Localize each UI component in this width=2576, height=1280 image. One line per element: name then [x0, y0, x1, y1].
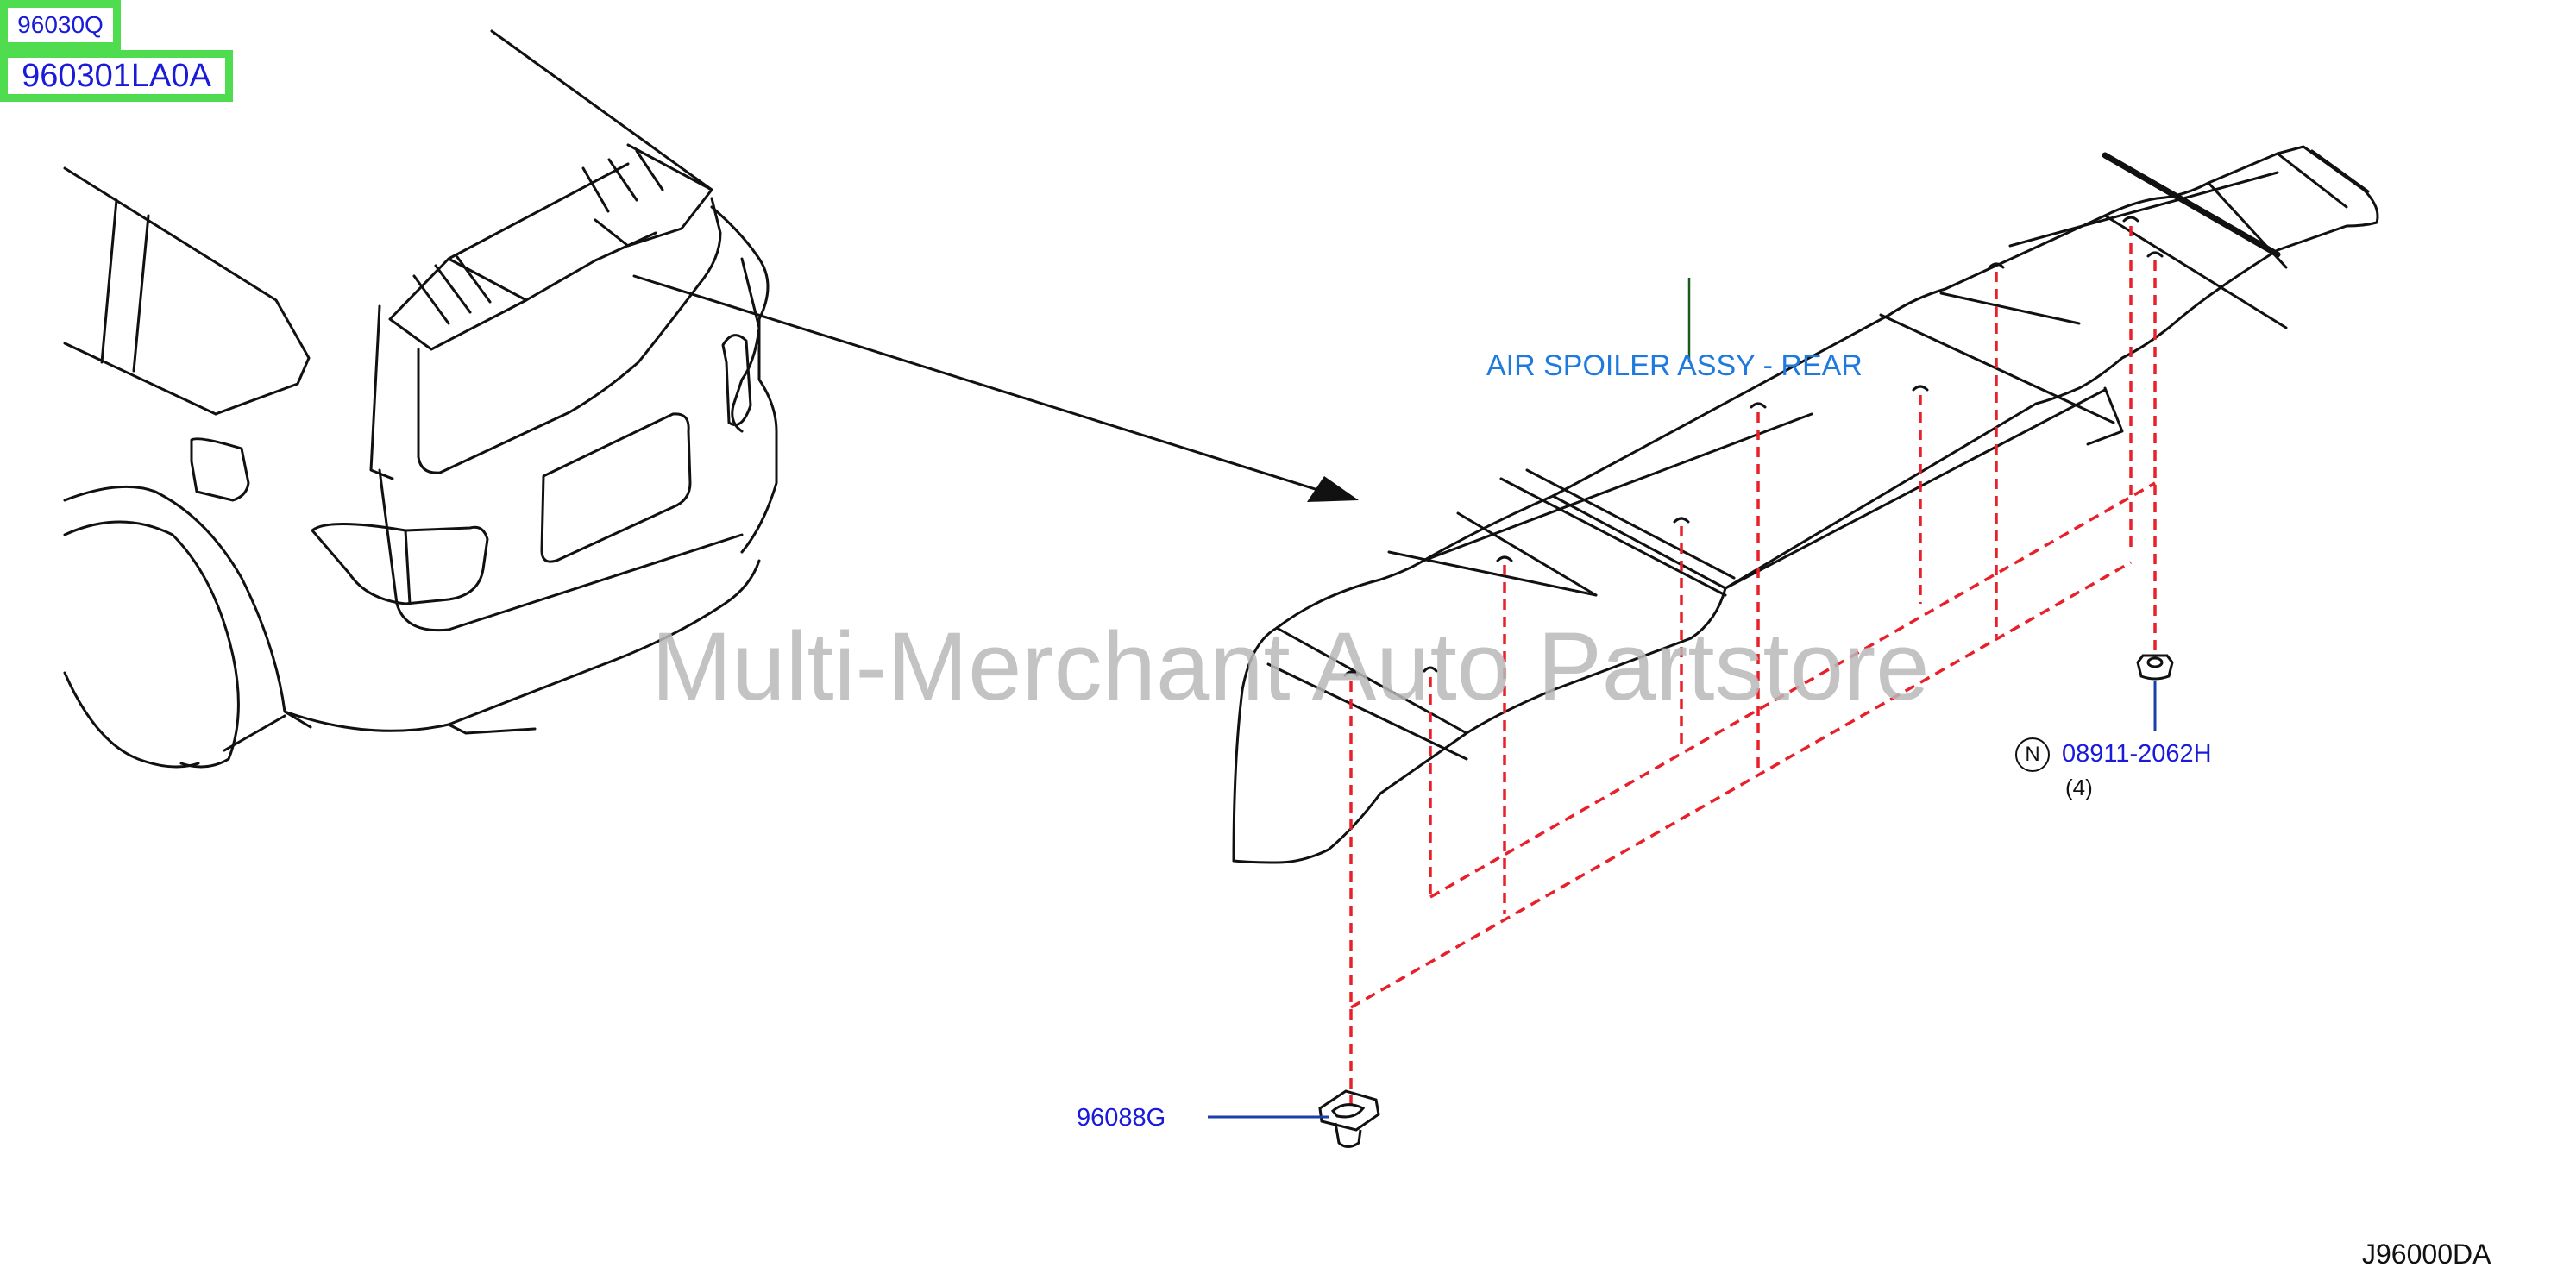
figure-code: J96000DA [2362, 1239, 2491, 1270]
part-callout-96088g[interactable]: 96088G [1077, 1104, 1166, 1132]
note-marker-icon: N [2015, 737, 2050, 772]
dashed-leaders [1349, 226, 2157, 1104]
vehicle-rear-illustration [63, 29, 778, 769]
part-callout-96030q[interactable]: 96030Q [0, 0, 121, 50]
part-quantity: (4) [2065, 775, 2093, 800]
nut-fastener-icon [2136, 654, 2174, 731]
arrowhead-icon [1307, 476, 1359, 502]
clip-fastener-icon [1208, 1089, 1380, 1148]
part-callout-960301la0a[interactable]: 960301LA0A [0, 50, 233, 102]
spoiler-lip-highlight [2102, 152, 2281, 258]
clip-marks [1343, 216, 2164, 677]
watermark-text: Multi-Merchant Auto Partstore [651, 612, 1930, 720]
part-callout-08911-2062h[interactable]: 08911-2062H [2062, 740, 2212, 768]
part-description: AIR SPOILER ASSY - REAR [1486, 349, 1863, 382]
reference-arrow [632, 274, 1339, 498]
